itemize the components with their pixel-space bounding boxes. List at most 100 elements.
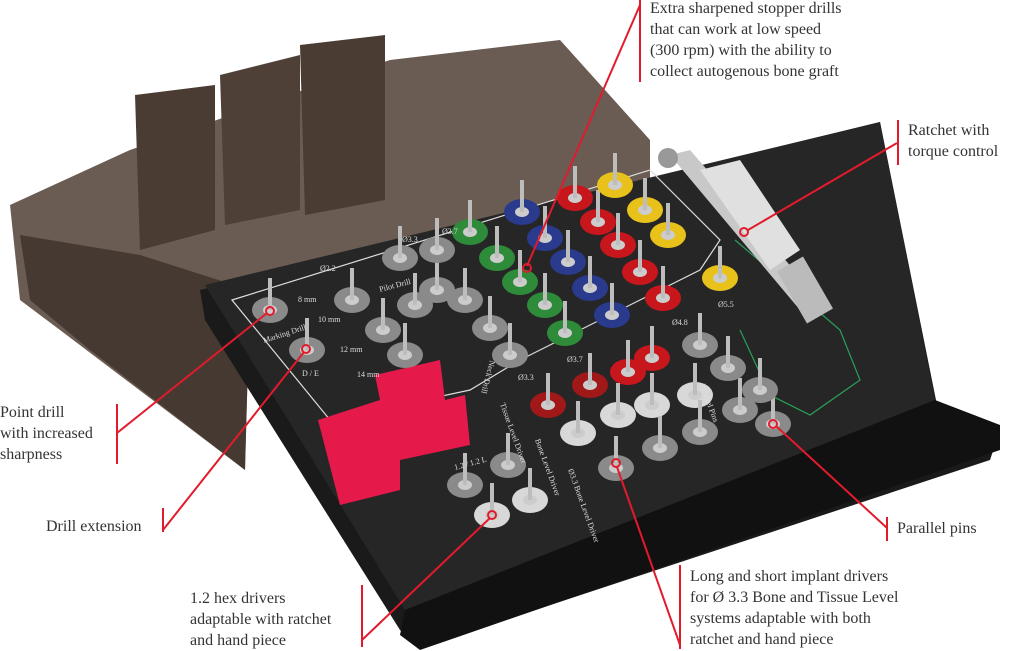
callout-text: with increased bbox=[0, 425, 93, 442]
drill-shaft bbox=[305, 318, 309, 350]
callout-bar bbox=[897, 120, 899, 165]
callout-text: Drill extension bbox=[46, 518, 142, 535]
callout-bar bbox=[679, 565, 681, 649]
callout-text: sharpness bbox=[0, 446, 63, 463]
callout-text: 1.2 hex drivers bbox=[190, 590, 286, 607]
callout-text: torque control bbox=[908, 143, 999, 160]
tray-label: 8 mm bbox=[298, 295, 317, 304]
drill-shaft bbox=[650, 373, 654, 405]
drill-shaft bbox=[613, 153, 617, 185]
callout-text: Ratchet with bbox=[908, 122, 990, 139]
drill-shaft bbox=[495, 226, 499, 258]
leader-line-point-drill bbox=[116, 312, 268, 434]
drill-shaft bbox=[588, 353, 592, 385]
callout-bar bbox=[116, 404, 118, 464]
callout-text: systems adaptable with both bbox=[690, 610, 871, 627]
drill-shaft bbox=[658, 416, 662, 448]
lid-divider bbox=[135, 85, 215, 250]
drill-shaft bbox=[650, 326, 654, 358]
leader-line-implant-drivers bbox=[616, 466, 681, 646]
drill-shaft bbox=[528, 468, 532, 500]
drill-shaft bbox=[576, 401, 580, 433]
drill-shaft bbox=[698, 400, 702, 432]
leader-line-ratchet bbox=[747, 142, 898, 231]
drill-shaft bbox=[350, 268, 354, 300]
tray-label: Ø5.5 bbox=[718, 300, 734, 309]
tray-label: 12 mm bbox=[340, 345, 363, 354]
drill-shaft bbox=[614, 436, 618, 468]
tray-label: Ø4.8 bbox=[672, 318, 688, 327]
callout-ratchet: Ratchet with torque control bbox=[908, 120, 998, 162]
drill-shaft bbox=[543, 273, 547, 305]
lid-front bbox=[20, 235, 250, 470]
lid-divider bbox=[300, 35, 385, 215]
drill-shaft bbox=[520, 180, 524, 212]
callout-text: Extra sharpened stopper drills bbox=[650, 0, 842, 17]
drill-shaft bbox=[463, 453, 467, 485]
callout-bar bbox=[361, 585, 363, 647]
callout-bar bbox=[639, 0, 641, 82]
lid-divider bbox=[220, 55, 300, 225]
leader-line-hex-drivers bbox=[361, 517, 491, 641]
callout-text: for Ø 3.3 Bone and Tissue Level bbox=[690, 589, 899, 606]
callout-text: (300 rpm) with the ability to bbox=[650, 42, 832, 59]
drill-shaft bbox=[518, 250, 522, 282]
drill-shaft bbox=[726, 336, 730, 368]
drill-shaft bbox=[381, 298, 385, 330]
drill-shaft bbox=[693, 363, 697, 395]
marker-implant-drivers bbox=[611, 458, 621, 468]
drill-shaft bbox=[490, 483, 494, 515]
drill-shaft bbox=[268, 278, 272, 310]
drill-shaft bbox=[626, 340, 630, 372]
callout-text: ratchet and hand piece bbox=[690, 631, 834, 648]
drill-shaft bbox=[546, 373, 550, 405]
callout-point-drill: Point drill with increased sharpness bbox=[0, 402, 93, 465]
drill-shaft bbox=[508, 323, 512, 355]
callout-text: adaptable with ratchet bbox=[190, 611, 332, 628]
leader-line-drill-extension bbox=[162, 351, 305, 531]
tray-label: 14 mm bbox=[357, 370, 380, 379]
marker-hex-drivers bbox=[487, 510, 497, 520]
callout-drill-extension: Drill extension bbox=[46, 516, 142, 537]
tray-label: Ø3.7 bbox=[567, 355, 583, 364]
marker-drill-extension bbox=[301, 344, 311, 354]
marker-ratchet bbox=[739, 227, 749, 237]
callout-hex-drivers: 1.2 hex drivers adaptable with ratchet a… bbox=[190, 588, 331, 651]
drill-shaft bbox=[738, 378, 742, 410]
callout-text: that can work at low speed bbox=[650, 21, 822, 38]
ratchet bbox=[658, 148, 833, 324]
leader-line-stopper-drills bbox=[526, 4, 641, 267]
drill-shaft bbox=[398, 226, 402, 258]
drill-shaft bbox=[573, 166, 577, 198]
tray-label: Ø3.3 bbox=[402, 235, 418, 244]
drill-shaft bbox=[468, 200, 472, 232]
drill-shaft bbox=[403, 323, 407, 355]
callout-stopper-drills: Extra sharpened stopper drills that can … bbox=[650, 0, 842, 82]
drill-shaft bbox=[638, 240, 642, 272]
callout-text: Parallel pins bbox=[897, 520, 977, 537]
tray-label: Ø3.7 bbox=[442, 227, 458, 236]
drill-shaft bbox=[506, 433, 510, 465]
drill-shaft bbox=[610, 283, 614, 315]
drill-shaft bbox=[616, 383, 620, 415]
drill-shaft bbox=[698, 313, 702, 345]
callout-text: and hand piece bbox=[190, 632, 286, 649]
marker-stopper-drills bbox=[522, 263, 532, 273]
leader-lines bbox=[116, 4, 898, 646]
drill-shaft bbox=[758, 358, 762, 390]
drill-shaft bbox=[563, 301, 567, 333]
drill-shaft bbox=[643, 178, 647, 210]
drill-shaft bbox=[596, 190, 600, 222]
drill-shaft bbox=[771, 392, 775, 424]
drill-shaft bbox=[616, 213, 620, 245]
marker-parallel-pins bbox=[768, 419, 778, 429]
drill-shaft bbox=[718, 246, 722, 278]
drill-shaft bbox=[666, 203, 670, 235]
drill-shaft bbox=[588, 256, 592, 288]
marker-point-drill bbox=[265, 306, 275, 316]
drill-shaft bbox=[435, 258, 439, 290]
brand-logo bbox=[318, 360, 470, 505]
drill-shaft bbox=[435, 218, 439, 250]
callout-implant-drivers: Long and short implant drivers for Ø 3.3… bbox=[690, 566, 898, 650]
